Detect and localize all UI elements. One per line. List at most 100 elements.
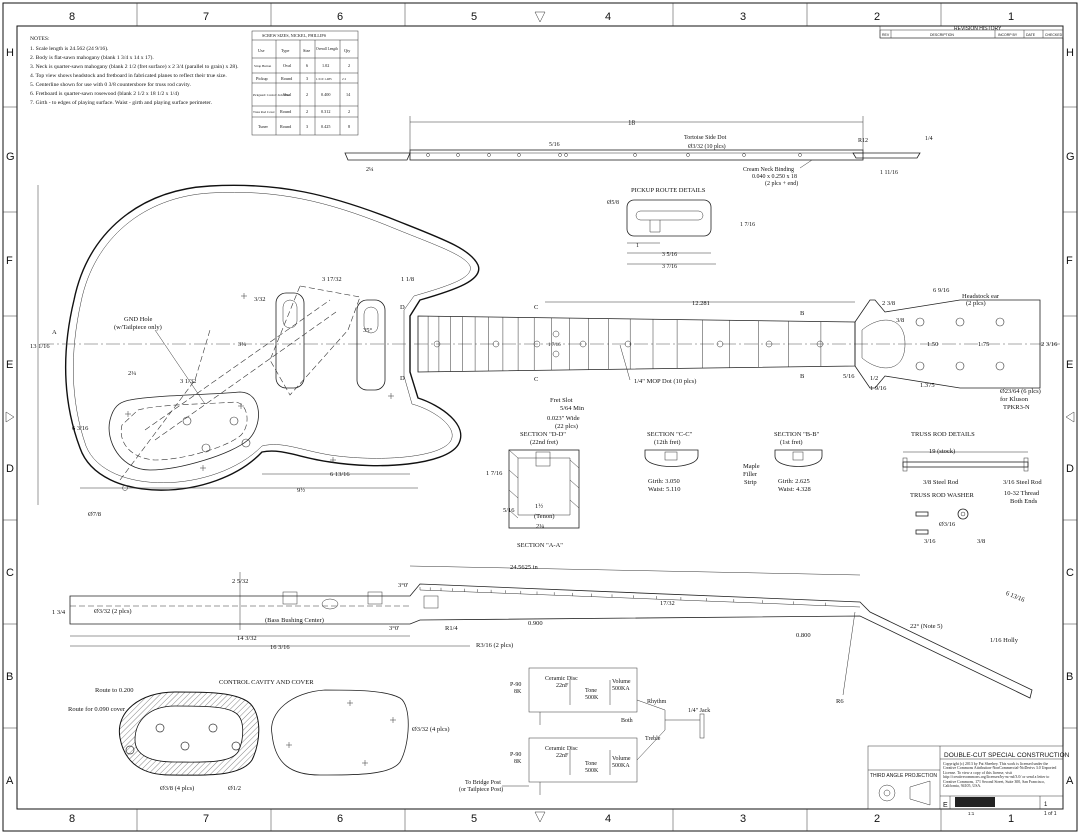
headstock-ear-label: Headstock ear xyxy=(962,293,1000,300)
mop-dot-label: 1/4" MOP Dot (10 plcs) xyxy=(634,378,696,385)
grid-row-label: D xyxy=(1066,463,1074,475)
angle-35: 35° xyxy=(363,327,373,334)
svg-text:1/2: 1/2 xyxy=(870,375,878,382)
svg-text:2 3/16: 2 3/16 xyxy=(1041,341,1058,348)
table-cell: Round xyxy=(281,76,293,81)
svg-text:Ø5/8: Ø5/8 xyxy=(607,200,619,206)
rev-col: REV xyxy=(882,33,890,37)
dim-5-16: 5/16 xyxy=(549,142,560,148)
svg-text:1 11/16: 1 11/16 xyxy=(880,170,898,176)
svg-text:1 3/4: 1 3/4 xyxy=(52,609,66,616)
grid-row-label: C xyxy=(1066,567,1074,579)
tone-1-val: 500K xyxy=(585,695,599,701)
waist-b: Waist: 4.328 xyxy=(778,486,811,493)
grid-col-label: 4 xyxy=(605,813,611,825)
r6-label: R6 xyxy=(836,698,844,705)
inner-border xyxy=(16,25,1064,810)
wiring-diagram: P-90 8K Ceramic Disc 22nF Tone 500K Volu… xyxy=(459,667,710,795)
note-item: 5. Centerline shown for use with 0 3/8 c… xyxy=(30,81,191,88)
tuner-for: for Kluson xyxy=(1000,396,1029,403)
tone-1: Tone xyxy=(585,688,597,694)
grid-col-label: 5 xyxy=(471,813,477,825)
side-elevation: 24.5625 in (Bass Bushing Center) 0.900 0… xyxy=(52,564,1033,705)
grid-col-label: 1 xyxy=(1008,11,1014,23)
grid-row-label: H xyxy=(1066,47,1074,59)
table-cell: 2 xyxy=(348,109,350,114)
steel-rod-b: 3/16 Steel Rod xyxy=(1003,479,1042,486)
section-mark-a: A xyxy=(52,329,57,336)
tailpiece-post: (or Tailpiece Post) xyxy=(459,786,503,793)
table-cell: 2 xyxy=(306,109,308,114)
cap-2-val: 22nF xyxy=(556,753,569,759)
switch-both: Both xyxy=(621,718,633,724)
binding-label: Cream Neck Binding xyxy=(743,167,794,173)
table-cell: 0.400 xyxy=(321,92,330,97)
grid-row-label: B xyxy=(1066,671,1073,683)
grid-col-label: 8 xyxy=(69,813,75,825)
side-outline xyxy=(69,583,1033,699)
steel-rod-a: 3/8 Steel Rod xyxy=(923,479,959,486)
grid-row-label: B xyxy=(6,671,13,683)
grid-row-labels: H G F E D C B A H G F E D C B A xyxy=(6,47,1075,787)
maple-label: Maple xyxy=(743,463,760,470)
fretboard-side-view: 18 Tortoise Side Dot Ø3/32 (10 plcs) Cre… xyxy=(409,116,864,187)
scale-value: 1:1 xyxy=(968,811,975,816)
grid-row-label: E xyxy=(6,359,13,371)
control-cavity-title: CONTROL CAVITY AND COVER xyxy=(219,679,314,686)
grid-ticks xyxy=(3,3,1077,831)
svg-text:3 1/32: 3 1/32 xyxy=(180,378,196,385)
svg-text:3 17/32: 3 17/32 xyxy=(322,276,342,283)
dim-0-900: 0.900 xyxy=(528,620,543,627)
pickup-route-title: PICKUP ROUTE DETAILS xyxy=(631,187,706,194)
dim-0-800: 0.800 xyxy=(796,632,811,639)
girth-c: Girth: 3.050 xyxy=(648,478,680,485)
table-cell: 2 2 xyxy=(342,77,346,81)
svg-text:5/16: 5/16 xyxy=(843,373,855,380)
grid-col-label: 7 xyxy=(203,813,209,825)
svg-text:3 7/16: 3 7/16 xyxy=(662,264,677,270)
table-cell: 2 xyxy=(306,92,308,97)
cap-1-val: 22nF xyxy=(556,683,569,689)
route-090: Route for 0.090 cover xyxy=(68,706,126,713)
fretboard-length: 18 xyxy=(628,119,636,127)
table-cell: Truss Rod Cover xyxy=(253,110,276,114)
screw-table-header: Use xyxy=(258,48,265,53)
filler-label: Filler xyxy=(743,471,758,478)
gnd-hole-sub: (w/Tailpiece only) xyxy=(114,324,162,331)
switch-treble: Treble xyxy=(645,736,661,742)
fret-slot-label: Fret Slot xyxy=(550,397,573,404)
svg-text:17/32: 17/32 xyxy=(660,600,675,607)
rev-col: INCORP BY xyxy=(998,33,1018,37)
sheet-value: 1 of 1 xyxy=(1044,811,1057,817)
license-text: Copyright (c) 2013 by Pat Sheehey. This … xyxy=(943,762,1057,789)
tenon-label: (Tenon) xyxy=(534,513,554,520)
neck-pickup xyxy=(275,292,305,389)
section-bb-title: SECTION "B-B" xyxy=(774,431,820,438)
headstock-ear-qty: (2 plcs) xyxy=(966,300,986,307)
headstock xyxy=(854,299,1041,389)
table-cell: Round xyxy=(280,109,292,114)
grid-col-label: 2 xyxy=(874,11,880,23)
body-top-view: 9½ 6 13/16 13 1/16 6 3/16 GND Hole (w/Ta… xyxy=(30,184,1060,518)
bridge-pickup xyxy=(356,299,386,391)
grid-row-label: F xyxy=(1066,255,1073,267)
total-length: 24.5625 in xyxy=(510,564,539,571)
note-item: 2. Body is flat-sawn mahogany (blank 1 3… xyxy=(30,54,154,61)
inlay-dots xyxy=(433,330,824,358)
svg-text:2¼: 2¼ xyxy=(536,523,544,530)
svg-text:14 3/32: 14 3/32 xyxy=(237,635,257,642)
pickup-2: P-90 xyxy=(510,752,521,758)
rev-col: DATE xyxy=(1026,33,1036,37)
scale-dim: 12.281 xyxy=(692,300,710,307)
table-cell: Round xyxy=(280,124,292,129)
rev-col: CHECKED xyxy=(1045,33,1063,37)
pickguard xyxy=(108,391,259,471)
r1-4-label: R1/4 xyxy=(445,625,458,632)
truss-rod-details: TRUSS ROD DETAILS 19 (stock) 3/8 Steel R… xyxy=(902,431,1042,545)
svg-text:Ø3/32 (2 plcs): Ø3/32 (2 plcs) xyxy=(94,608,132,615)
svg-text:2¼: 2¼ xyxy=(128,370,136,377)
body-outline xyxy=(64,184,480,491)
route-200: Route to 0.200 xyxy=(95,687,133,694)
svg-text:6 13/16: 6 13/16 xyxy=(1005,590,1027,604)
body-binding xyxy=(73,192,471,483)
